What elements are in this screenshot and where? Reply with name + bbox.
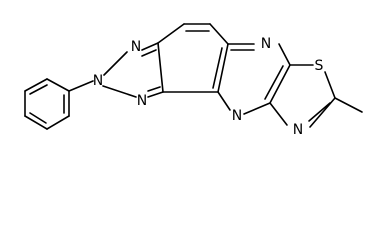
triazole-n-bottom-label: N [137,93,147,109]
triazole-n-top-label: N [131,39,141,55]
phenyl-n-bond [68,80,94,92]
phenyl-ring [24,78,70,130]
thiazole-n-label: N [293,122,303,138]
pyrazine-n-top-label: N [261,36,271,52]
thiazole-ring [269,64,336,128]
pyrazine-n-bottom-label: N [232,108,242,124]
triazole-n-center-label: N [93,73,103,89]
triazole-ring [102,42,164,98]
atom-labels: N N N N N S N [93,36,324,138]
methyl-bond [334,97,363,113]
benzo-ring [157,23,229,93]
thiazole-s-label: S [315,58,324,74]
pyrazine-ring [217,43,291,115]
chemical-structure: N N N N N S N [24,23,363,138]
